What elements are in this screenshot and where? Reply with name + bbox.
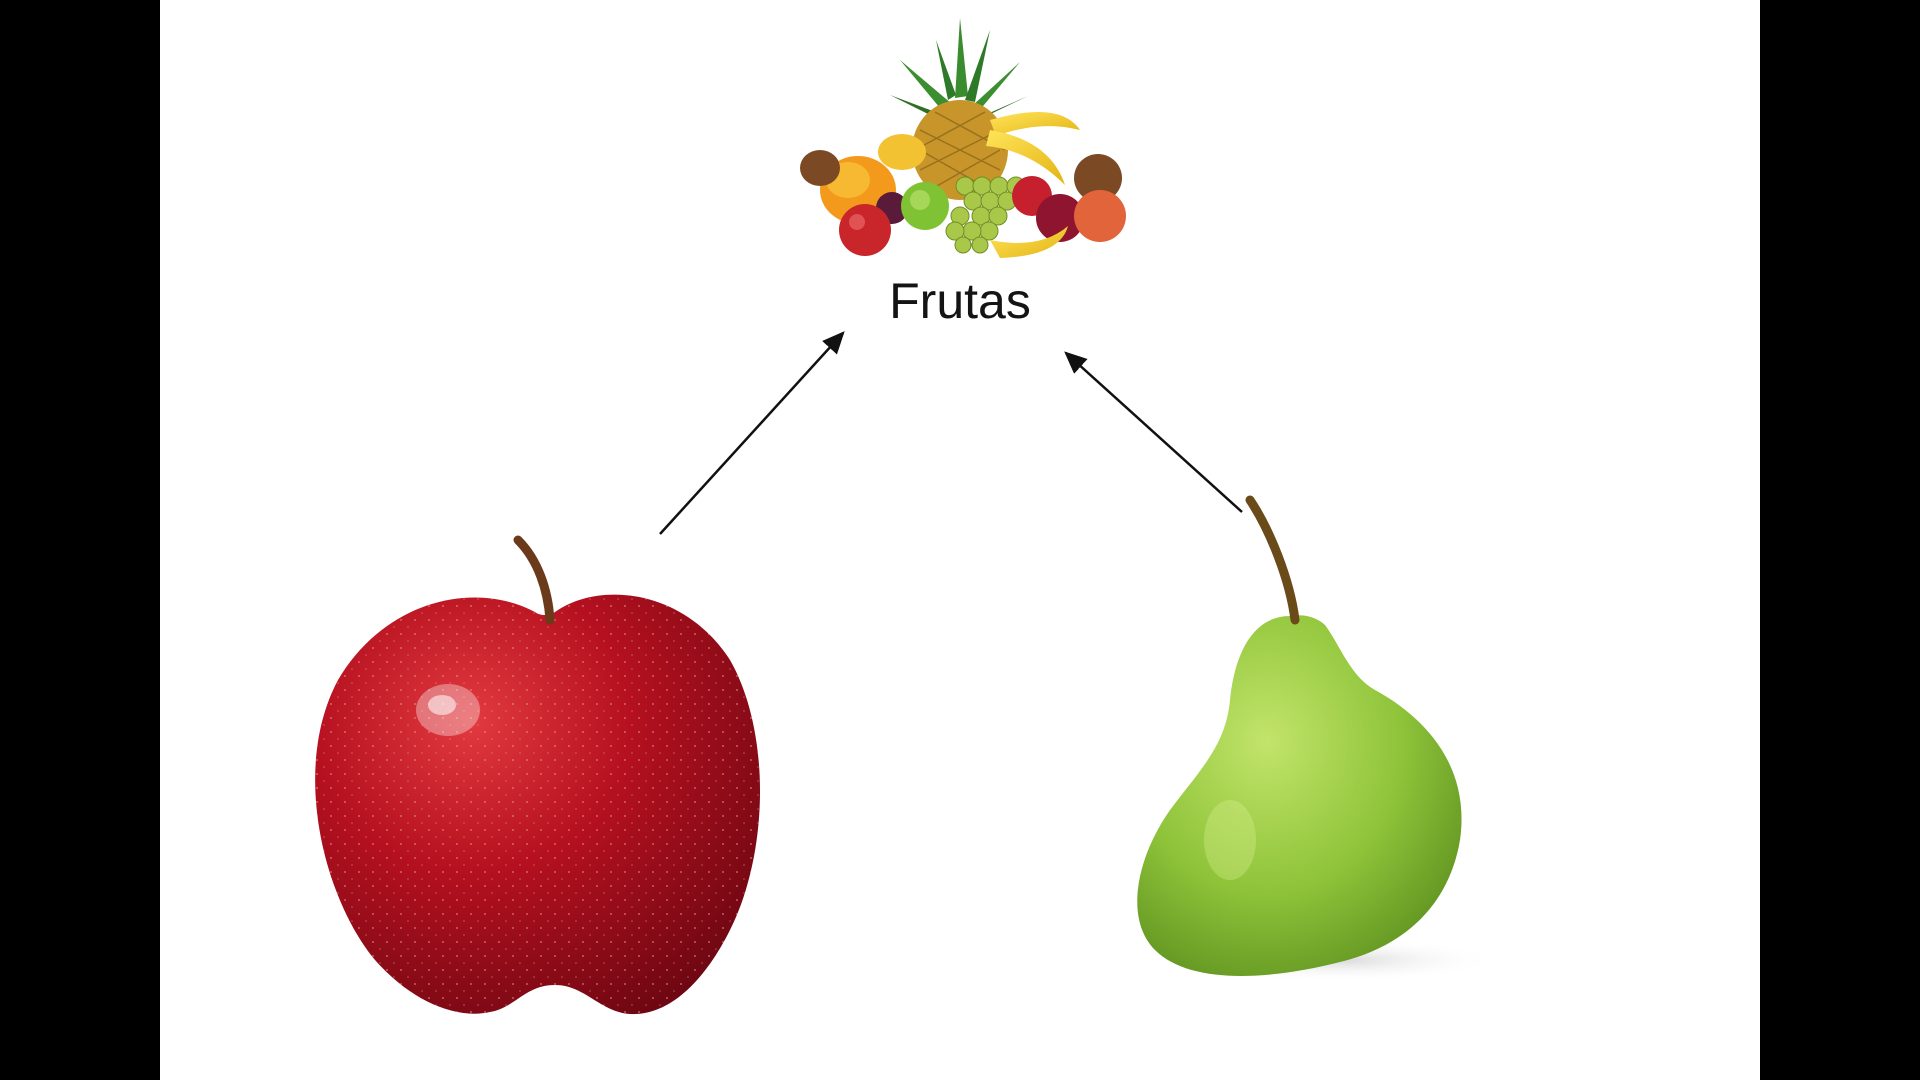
- pineapple-crown: [890, 18, 1028, 122]
- arrow-apple-to-fruits: [659, 331, 845, 535]
- apple-icon: [315, 535, 760, 1015]
- fruits-label: Frutas: [889, 273, 1031, 329]
- arrow-pear-to-fruits: [1064, 351, 1243, 513]
- slide-canvas: Frutas: [160, 0, 1760, 1080]
- grapes: [945, 176, 1026, 254]
- fruit-basket-icon: [800, 18, 1126, 258]
- pear-icon: [1137, 495, 1500, 982]
- diagram-svg: [315, 18, 1500, 1015]
